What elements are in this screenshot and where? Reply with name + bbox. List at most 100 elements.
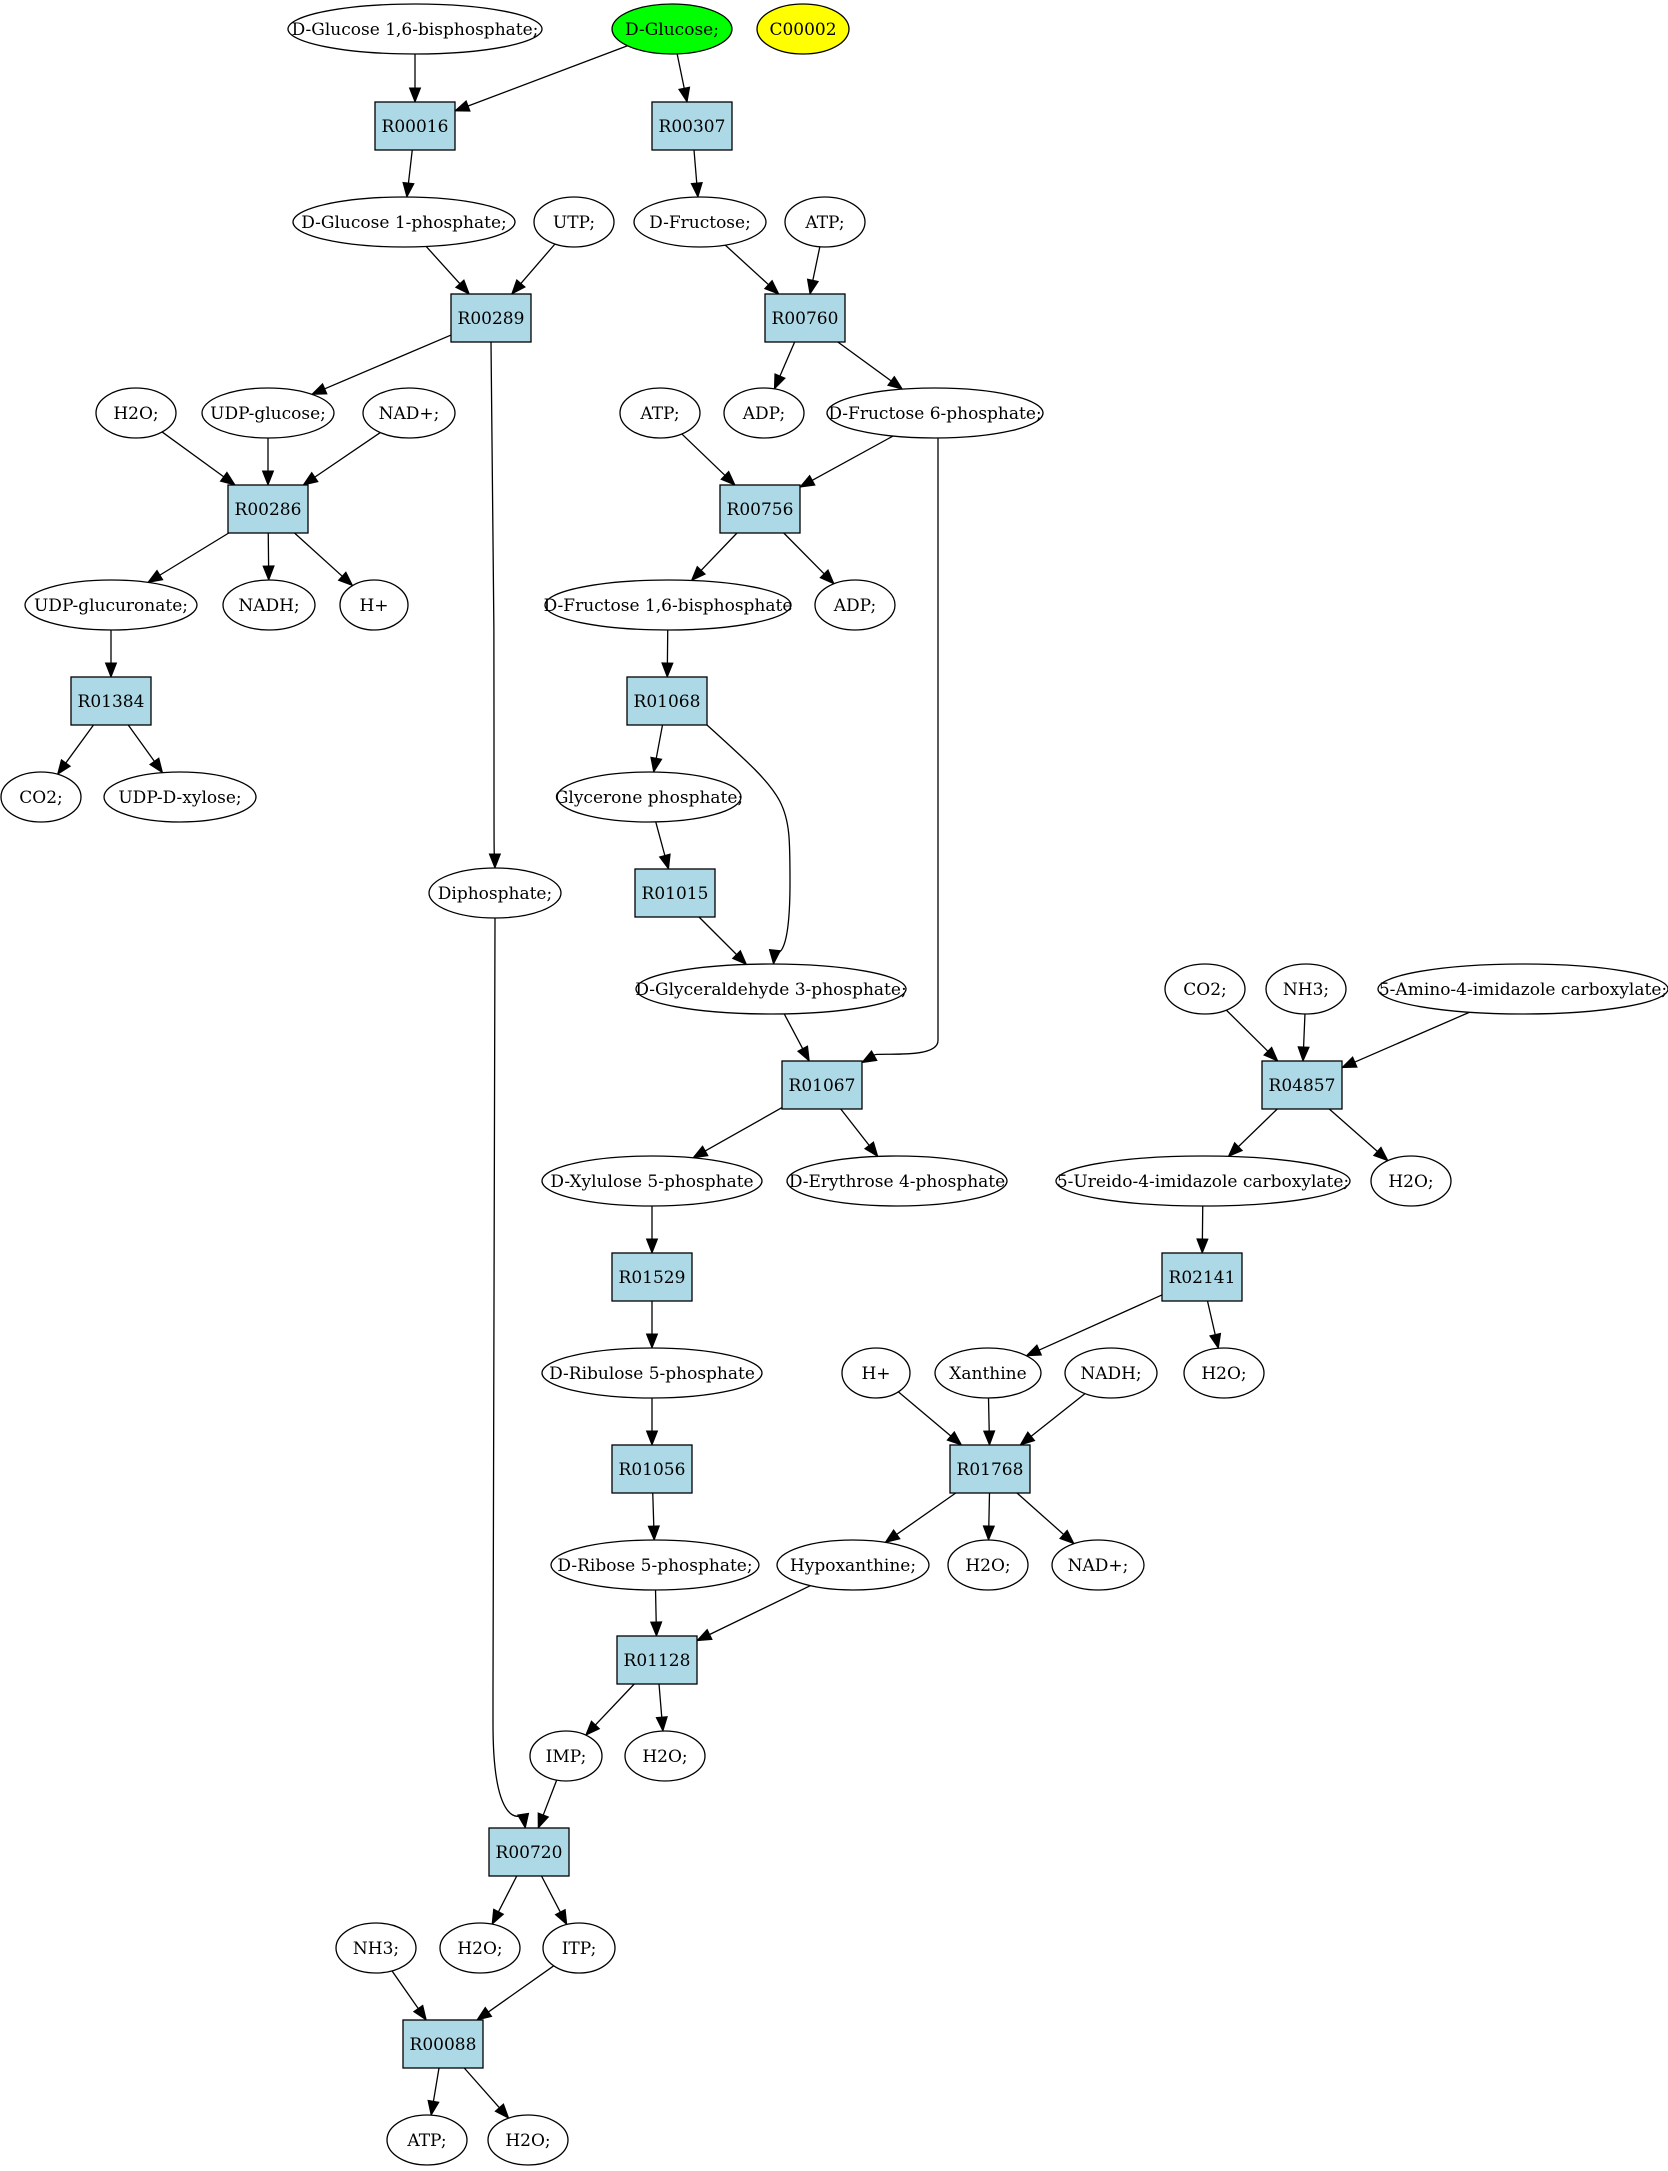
- compound-node-c-f6p-label: D-Fructose 6-phosphate;: [828, 404, 1041, 424]
- compound-node-c-h2o5-label: H2O;: [642, 1747, 687, 1767]
- edge-r-R00760-to-c-f6p-arrowhead: [887, 375, 904, 390]
- compound-node-c-c00002-label: C00002: [769, 20, 836, 40]
- edge-c-f6p-to-r-R01067-line: [873, 438, 939, 1057]
- edge-c-co2b-to-r-R04857-line: [1225, 1009, 1269, 1052]
- reaction-node-r-R00016-shape: [374, 101, 456, 151]
- edge-r-R00286-to-c-nadh1-arrowhead: [262, 565, 275, 582]
- edge-r-R01128-to-c-imp-line: [594, 1683, 635, 1726]
- edge-c-nh3a-to-r-R04857-arrowhead: [1297, 1046, 1310, 1063]
- compound-node-c-aic: 5-Amino-4-imidazole carboxylate;: [1377, 963, 1668, 1015]
- edge-r-R00289-to-c-diphos-arrowhead: [488, 853, 502, 870]
- edge-c-g1p-to-r-R00289-line: [425, 246, 461, 285]
- edge-c-imp-to-r-R00720-arrowhead: [537, 1812, 550, 1830]
- compound-node-c-fructose-shape: [633, 196, 767, 248]
- compound-node-c-hypox-label: Hypoxanthine;: [790, 1556, 916, 1576]
- edge-c-utp-to-r-R00289-line: [520, 243, 556, 284]
- compound-node-c-h2o5: H2O;: [624, 1730, 706, 1782]
- edge-r-R01529-to-c-ru5p-arrowhead: [645, 1333, 659, 1350]
- compound-node-c-g1p-label: D-Glucose 1-phosphate;: [301, 213, 507, 233]
- edge-r-R00756-to-c-fbp-arrowhead: [690, 565, 707, 582]
- edge-c-h2o1-to-r-R00286-line: [161, 431, 225, 478]
- compound-node-c-hypox: Hypoxanthine;: [776, 1539, 930, 1591]
- compound-node-c-imp-shape: [529, 1730, 603, 1782]
- edge-r-R01056-to-c-r5p: [647, 1492, 660, 1542]
- compound-node-c-glucose-label: D-Glucose;: [625, 20, 719, 40]
- reaction-node-r-R01128-label: R01128: [624, 1651, 691, 1671]
- compound-node-c-utp-shape: [533, 196, 615, 248]
- compound-node-c-x5p-shape: [541, 1155, 763, 1207]
- edge-r-R01068-to-c-gap-line: [706, 724, 791, 954]
- compound-node-c-glucose: D-Glucose;: [611, 3, 733, 55]
- edge-c-diphos-to-r-R00720: [492, 917, 530, 1830]
- reaction-node-r-R00016: R00016: [374, 101, 456, 151]
- reaction-node-r-R01128: R01128: [616, 1635, 698, 1685]
- reaction-node-r-R04857-label: R04857: [1269, 1076, 1336, 1096]
- edge-r-R01768-to-c-h2o4-arrowhead: [982, 1525, 996, 1542]
- edge-r-R01128-to-c-h2o5: [655, 1683, 668, 1733]
- compound-node-c-adp2-shape: [814, 579, 896, 631]
- reaction-node-r-R01529-label: R01529: [619, 1268, 686, 1288]
- edge-c-glucose-to-r-R00307-arrowhead: [678, 86, 691, 104]
- edge-c-atp2-to-r-R00756: [681, 433, 736, 486]
- edge-r-R01384-to-c-udpxyl-line: [127, 724, 155, 762]
- compound-node-c-fbp-shape: [544, 579, 792, 631]
- compound-node-c-gap-shape: [635, 963, 907, 1015]
- compound-node-c-c00002: C00002: [756, 3, 850, 55]
- edge-r-R00088-to-c-h2o7: [463, 2067, 510, 2120]
- compound-node-c-nad1: NAD+;: [362, 387, 456, 439]
- reaction-node-r-R02141: R02141: [1161, 1252, 1243, 1302]
- edge-r-R00756-to-c-fbp-line: [700, 532, 738, 571]
- edge-c-udpglc-to-r-R00286: [261, 438, 275, 487]
- edge-c-aic-to-r-R04857: [1340, 1011, 1470, 1069]
- reaction-node-r-R01529: R01529: [611, 1252, 693, 1302]
- compound-node-c-nh3a-shape: [1265, 963, 1347, 1015]
- compound-node-c-ru5p-shape: [541, 1347, 763, 1399]
- compound-node-c-adp2-label: ADP;: [833, 596, 876, 616]
- compound-node-c-imp-label: IMP;: [546, 1747, 587, 1767]
- compound-node-c-nad2-shape: [1051, 1539, 1145, 1591]
- edge-c-f6p-to-r-R01067-arrowhead: [860, 1050, 878, 1064]
- compound-node-c-utp: UTP;: [533, 196, 615, 248]
- edge-r-R04857-to-c-h2o2-line: [1328, 1108, 1378, 1152]
- edge-c-f6p-to-r-R00756-arrowhead: [798, 474, 816, 488]
- reaction-node-r-R01768-shape: [949, 1444, 1031, 1494]
- reaction-node-r-R01056: R01056: [611, 1444, 693, 1494]
- compound-node-c-fbp: D-Fructose 1,6-bisphosphate: [544, 579, 792, 631]
- edge-c-atp1-to-r-R00760-line: [812, 246, 821, 281]
- edge-c-fructose-to-r-R00760-line: [724, 244, 769, 286]
- edge-c-atp2-to-r-R00756-arrowhead: [720, 470, 736, 486]
- edge-r-R02141-to-c-h2o3-arrowhead: [1209, 1332, 1222, 1350]
- edge-c-g16bp-to-r-R00016-arrowhead: [408, 87, 422, 104]
- edge-c-h2o1-to-r-R00286: [161, 431, 237, 486]
- compound-node-c-g1p: D-Glucose 1-phosphate;: [292, 196, 516, 248]
- compound-node-c-nadh1-label: NADH;: [238, 596, 299, 616]
- compound-node-c-e4p: D-Erythrose 4-phosphate: [786, 1155, 1008, 1207]
- compound-node-c-udpgluc-label: UDP-glucuronate;: [34, 596, 188, 616]
- compound-node-c-xanthine-label: Xanthine: [949, 1364, 1026, 1384]
- edge-c-g16bp-to-r-R00016: [408, 54, 422, 104]
- compound-node-c-hplus2-shape: [841, 1347, 911, 1399]
- edge-r-R00720-to-c-itp: [540, 1875, 568, 1926]
- edge-c-utp-to-r-R00289: [510, 243, 556, 296]
- compound-node-c-adp1-label: ADP;: [742, 404, 785, 424]
- compound-node-c-nadh1: NADH;: [222, 579, 316, 631]
- edge-c-fbp-to-r-R01068: [661, 629, 674, 679]
- compound-node-c-h2o3: H2O;: [1183, 1347, 1265, 1399]
- edge-c-g1p-to-r-R00289-arrowhead: [454, 279, 471, 296]
- compound-node-c-hplus1-label: H+: [359, 596, 388, 616]
- edge-r-R00286-to-c-hplus1-line: [294, 532, 343, 577]
- compound-node-c-h2o4: H2O;: [947, 1539, 1029, 1591]
- edge-c-diphos-to-r-R00720-line: [492, 917, 524, 1817]
- reaction-node-r-R01384-shape: [70, 676, 152, 726]
- edge-c-f6p-to-r-R00756-line: [811, 435, 894, 481]
- edge-c-imp-to-r-R00720: [537, 1779, 558, 1830]
- compound-node-c-h2o7-label: H2O;: [505, 2131, 550, 2151]
- edge-layer: [56, 45, 1470, 2120]
- compound-node-c-co2a: CO2;: [0, 771, 82, 823]
- edge-r-R01128-to-c-imp: [584, 1683, 635, 1737]
- reaction-node-r-R00307-label: R00307: [659, 117, 726, 137]
- compound-node-c-nadh1-shape: [222, 579, 316, 631]
- edge-c-gap-to-r-R01067-line: [783, 1013, 804, 1049]
- edge-c-glucose-to-r-R00307: [676, 53, 691, 104]
